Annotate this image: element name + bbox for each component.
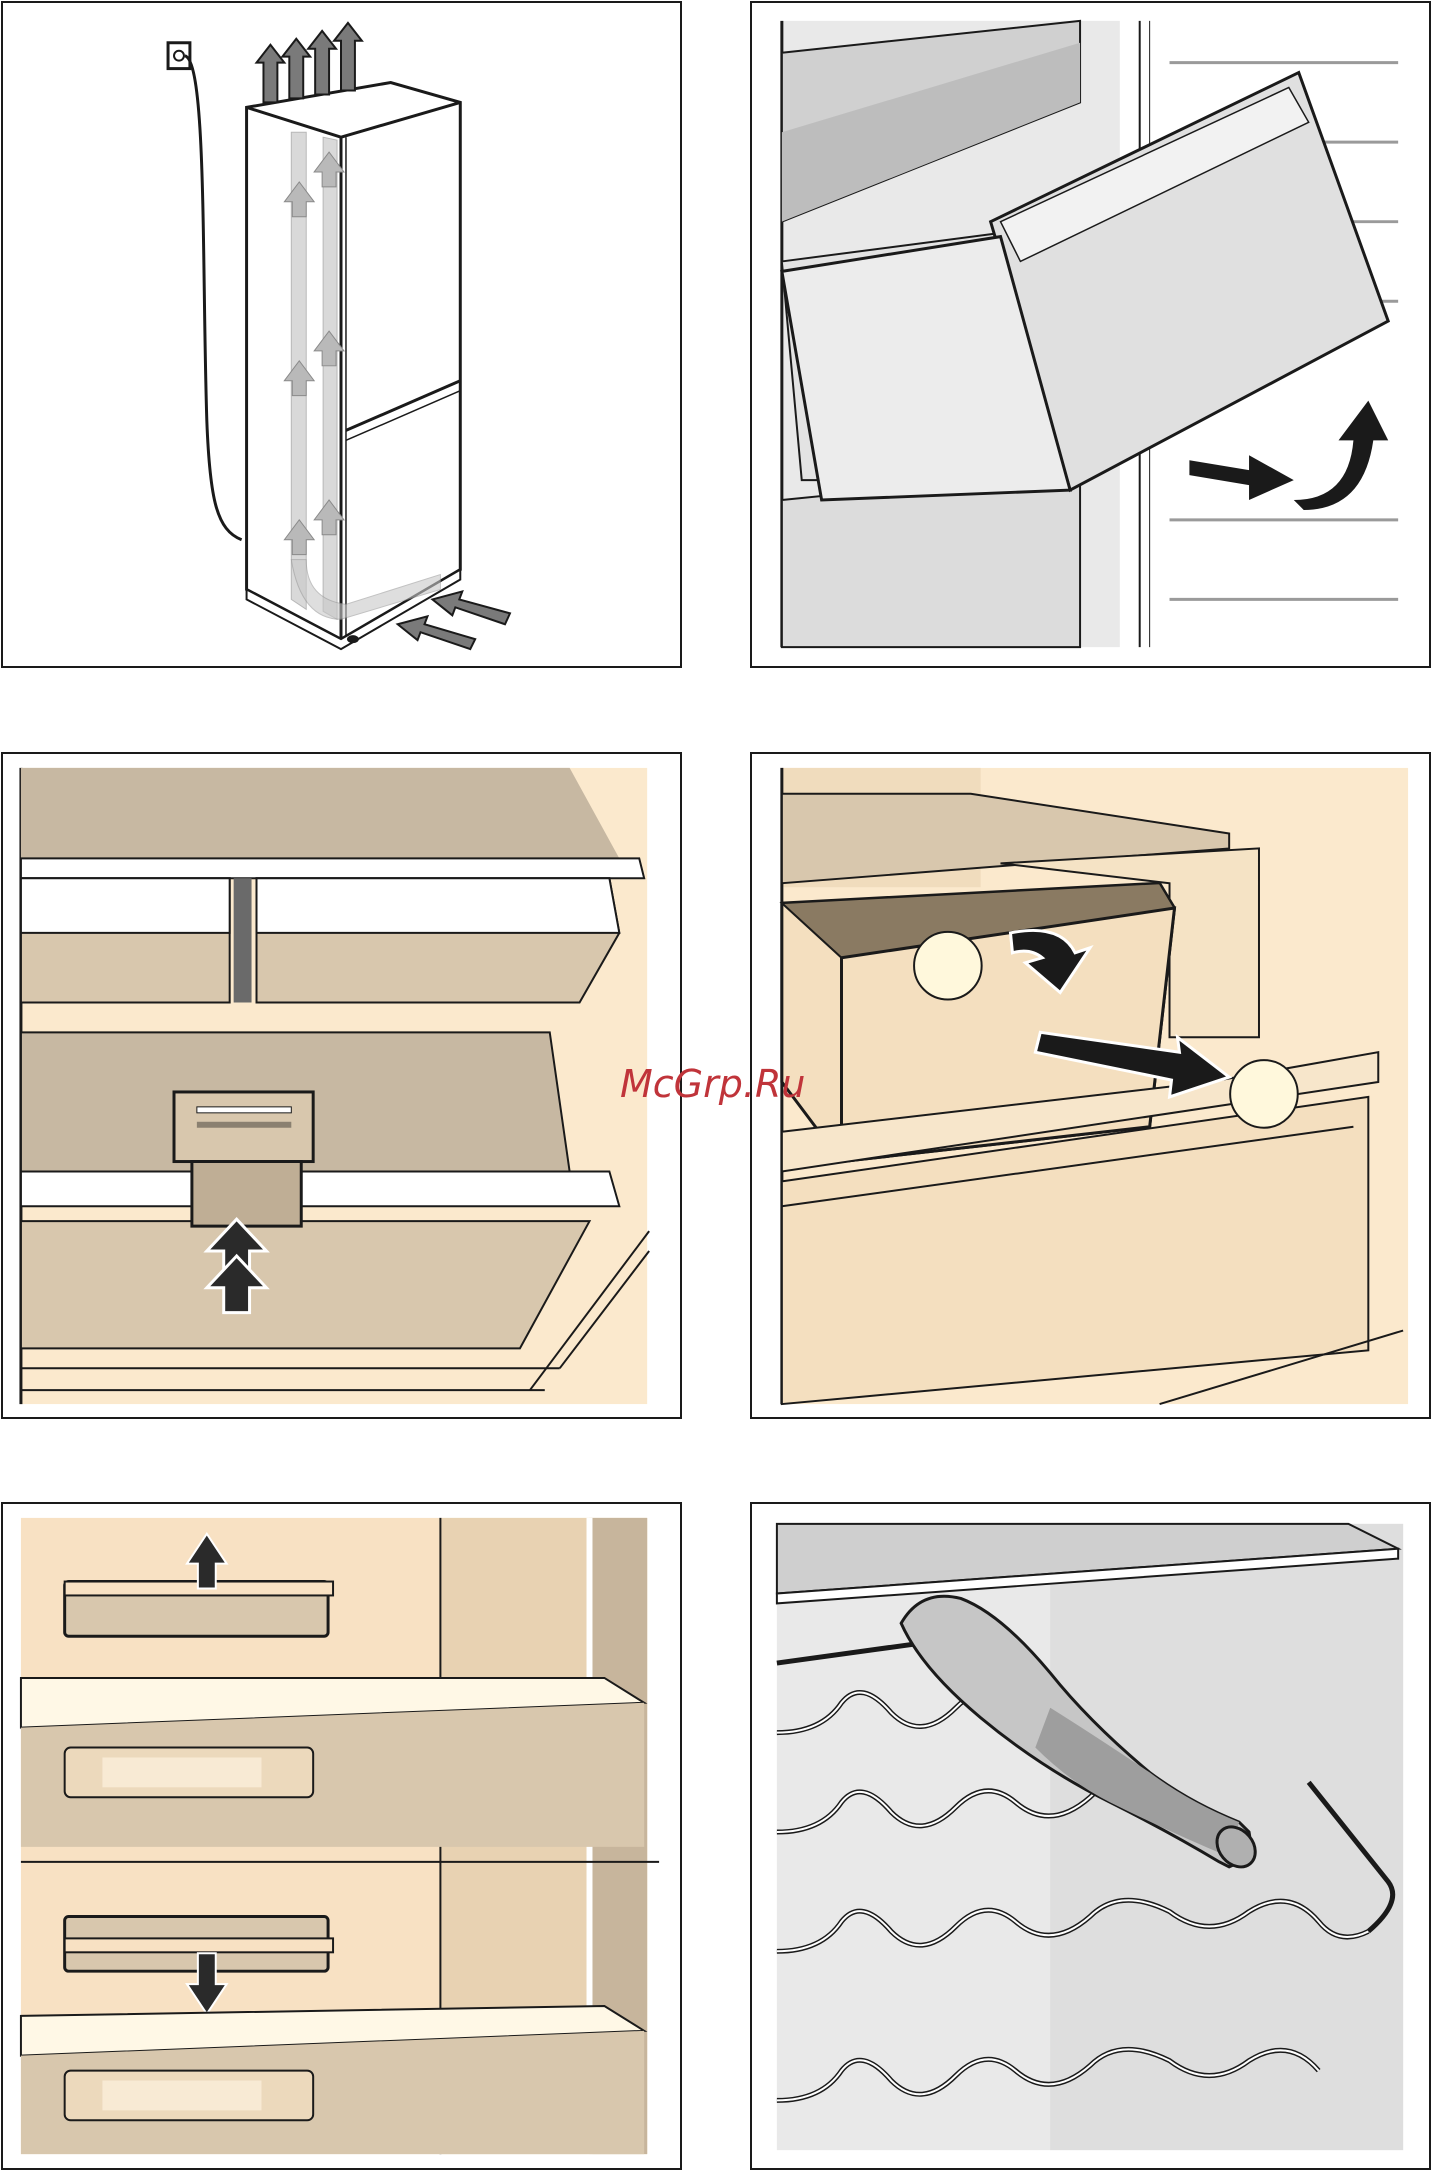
illustration-shelf-slide-in — [1, 752, 682, 1419]
fridge-airflow-drawing — [3, 3, 680, 666]
illustration-fridge-airflow — [1, 1, 682, 668]
shelf-slide-drawing — [3, 754, 680, 1417]
freezer-drawer-drawing — [752, 3, 1429, 666]
airflow-arrow-icon — [257, 23, 362, 103]
illustration-door-rack-adjust — [1, 1502, 682, 2170]
illustration-bottle-rack — [750, 1502, 1431, 2170]
crisper-drawer-drawing — [752, 754, 1429, 1417]
bottle-rack-drawing — [752, 1504, 1429, 2168]
illustration-freezer-drawer-removal — [750, 1, 1431, 668]
door-rack-drawing — [3, 1504, 680, 2168]
pull-arrow-icon — [1189, 455, 1293, 500]
illustration-crisper-drawer-removal — [750, 752, 1431, 1419]
lift-arrow-icon — [1294, 401, 1388, 510]
watermark-text: McGrp.Ru — [620, 1062, 805, 1106]
